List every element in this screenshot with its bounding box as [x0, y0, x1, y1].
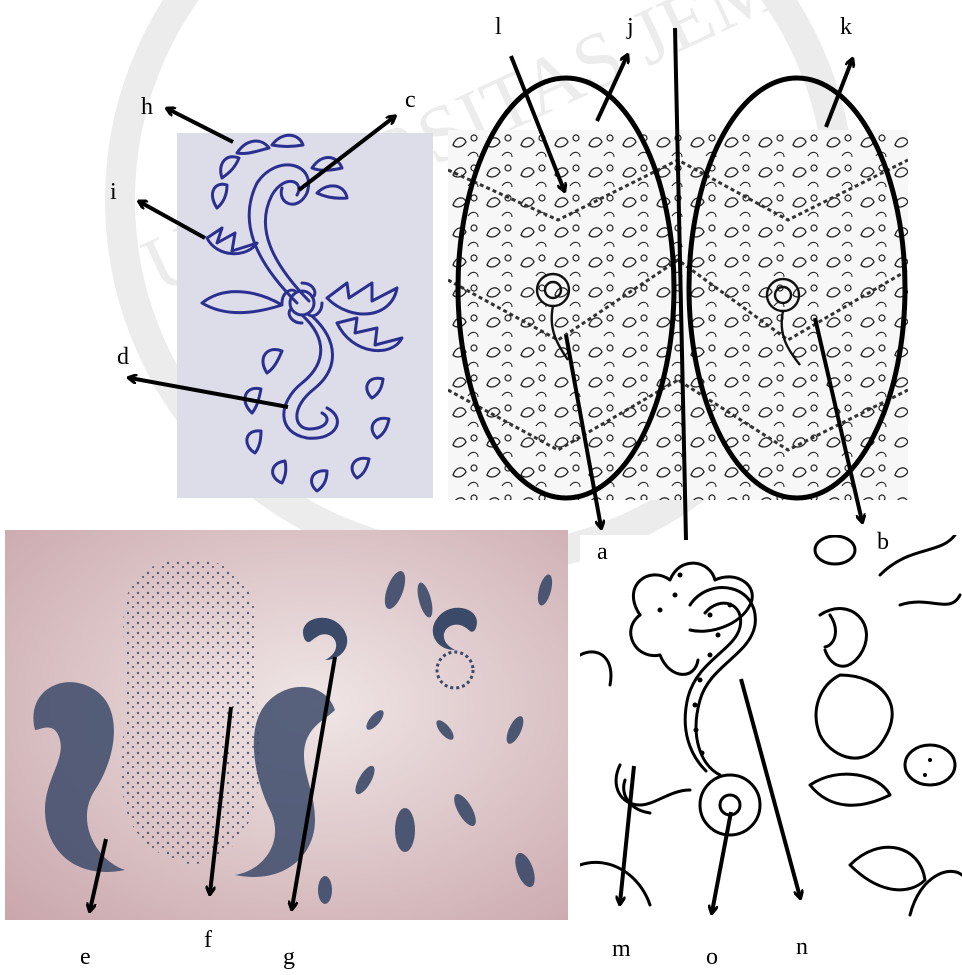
label-e: e	[80, 945, 91, 969]
label-g: g	[283, 945, 295, 969]
label-f: f	[204, 928, 212, 952]
label-a: a	[597, 540, 608, 564]
arrow-h	[168, 109, 233, 142]
arrow-n	[741, 679, 800, 897]
label-d: d	[117, 345, 129, 369]
label-m: m	[612, 937, 631, 961]
arrow-f	[210, 707, 231, 893]
label-b: b	[877, 530, 889, 554]
arrow-d	[130, 378, 288, 407]
divider-line	[675, 28, 686, 540]
left-ellipse	[458, 78, 674, 498]
label-j: j	[627, 15, 634, 39]
label-c: c	[405, 88, 416, 112]
label-n: n	[796, 935, 808, 959]
label-h: h	[141, 95, 153, 119]
arrow-g	[292, 657, 335, 908]
arrow-e	[90, 839, 106, 910]
label-i: i	[110, 180, 117, 204]
line-l	[511, 56, 564, 190]
arrow-o	[712, 812, 731, 912]
arrow-m	[620, 766, 634, 903]
label-l: l	[495, 15, 502, 39]
arrow-i	[140, 202, 205, 238]
label-k: k	[840, 15, 852, 39]
label-o: o	[706, 945, 718, 969]
right-ellipse	[689, 78, 905, 498]
arrow-k	[826, 60, 852, 127]
arrow-c	[299, 117, 394, 190]
